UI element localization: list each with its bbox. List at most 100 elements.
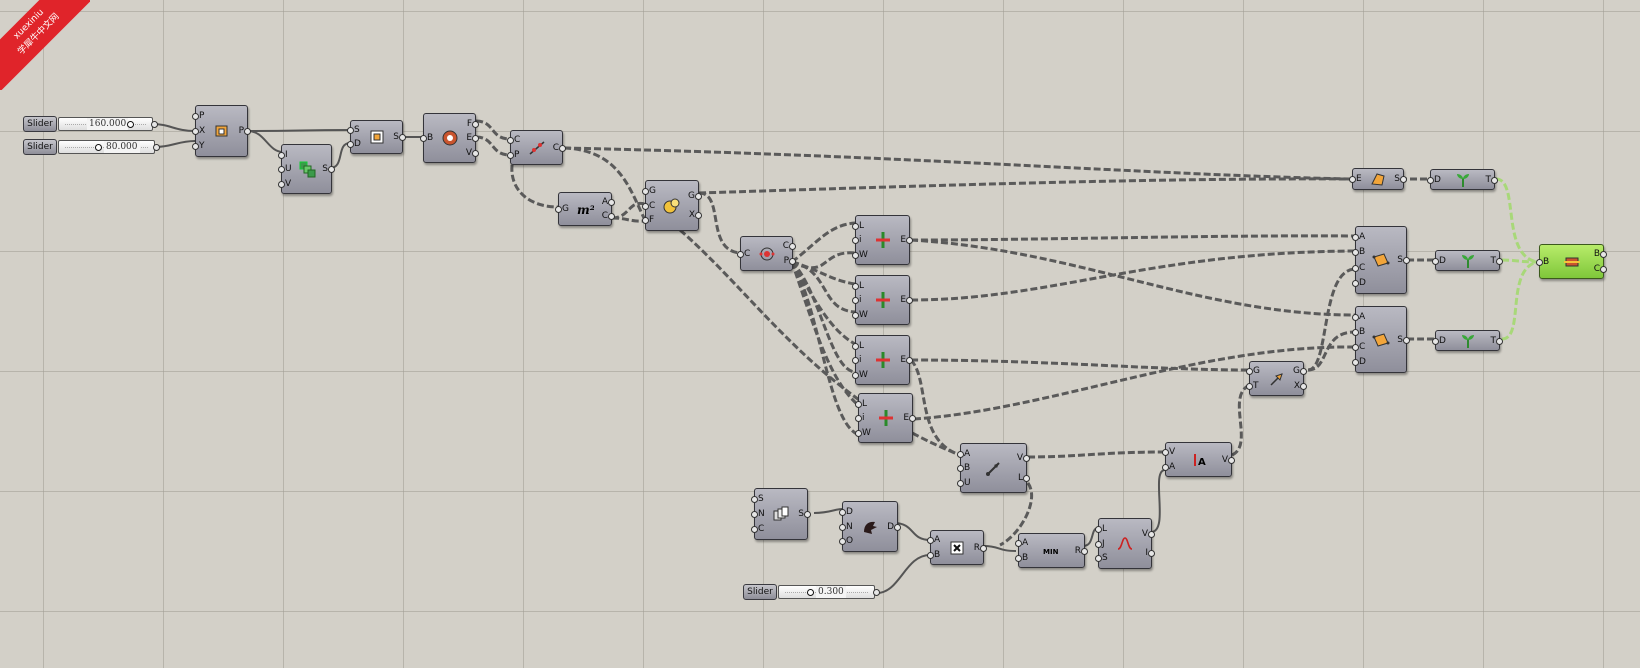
output-port[interactable]: C [1591, 264, 1608, 274]
input-port[interactable]: S [751, 494, 769, 504]
input-port[interactable]: B [1352, 327, 1370, 337]
input-port[interactable]: B [420, 133, 438, 143]
input-port[interactable]: D [1427, 175, 1445, 185]
output-port[interactable]: D [884, 522, 901, 532]
output-port[interactable]: E [897, 355, 913, 365]
input-port[interactable]: B [957, 463, 975, 473]
input-port[interactable]: G [1246, 366, 1264, 376]
input-port[interactable]: C [1352, 342, 1370, 352]
input-port[interactable]: C [507, 135, 525, 145]
output-port[interactable]: V [1139, 529, 1156, 539]
output-port[interactable]: A [599, 197, 616, 207]
input-port[interactable]: W [852, 310, 870, 320]
input-port[interactable]: G [642, 186, 660, 196]
slider-label[interactable]: Slider [23, 116, 57, 132]
output-port[interactable] [151, 121, 158, 128]
input-port[interactable]: B [1352, 247, 1370, 257]
input-port[interactable]: C [751, 524, 769, 534]
input-port[interactable]: L [855, 399, 873, 409]
input-port[interactable]: U [278, 164, 296, 174]
output-port[interactable]: C [550, 143, 567, 153]
slider-label[interactable]: Slider [743, 584, 777, 600]
output-port[interactable]: T [1488, 256, 1503, 266]
output-port[interactable]: T [1488, 336, 1503, 346]
output-port[interactable]: L [1015, 473, 1031, 483]
input-port[interactable]: D [1352, 357, 1370, 367]
output-port[interactable]: C [599, 211, 616, 221]
input-port[interactable]: A [1015, 538, 1033, 548]
input-port[interactable]: i [855, 413, 873, 423]
output-port[interactable]: E [463, 133, 479, 143]
input-port[interactable]: A [1352, 232, 1370, 242]
input-port[interactable]: I [278, 150, 296, 160]
input-port[interactable]: D [1432, 336, 1450, 346]
input-port[interactable]: D [839, 507, 857, 517]
slider-knob[interactable] [807, 589, 814, 596]
output-port[interactable]: R [1072, 546, 1089, 556]
output-port[interactable]: I [1142, 548, 1155, 558]
input-port[interactable]: C [737, 249, 755, 259]
output-port[interactable]: V [1014, 453, 1031, 463]
slider-track[interactable]: 0.300 [778, 585, 875, 599]
output-port[interactable]: B [1591, 249, 1608, 259]
output-port[interactable] [873, 589, 880, 596]
input-port[interactable]: U [957, 478, 975, 488]
input-port[interactable]: i [852, 355, 870, 365]
output-port[interactable]: E [900, 413, 916, 423]
input-port[interactable]: A [1352, 312, 1370, 322]
output-port[interactable]: E [897, 235, 913, 245]
input-port[interactable]: L [852, 341, 870, 351]
input-port[interactable]: S [1095, 553, 1113, 563]
input-port[interactable]: B [1536, 257, 1554, 267]
input-port[interactable]: J [1095, 539, 1113, 549]
output-port[interactable]: S [1394, 255, 1410, 265]
input-port[interactable]: C [1352, 263, 1370, 273]
output-port[interactable]: X [686, 210, 703, 220]
input-port[interactable]: W [855, 428, 873, 438]
output-port[interactable]: G [1290, 366, 1307, 376]
slider-knob[interactable] [127, 121, 134, 128]
slider-knob[interactable] [95, 144, 102, 151]
input-port[interactable]: N [839, 522, 857, 532]
output-port[interactable]: C [780, 241, 797, 251]
output-port[interactable]: G [685, 191, 702, 201]
input-port[interactable]: W [852, 250, 870, 260]
slider-track[interactable]: 80.000 [58, 140, 155, 154]
input-port[interactable]: A [957, 449, 975, 459]
input-port[interactable]: P [192, 111, 210, 121]
input-port[interactable]: L [852, 281, 870, 291]
output-port[interactable]: S [1391, 174, 1407, 184]
input-port[interactable]: N [751, 509, 769, 519]
input-port[interactable]: P [507, 150, 525, 160]
output-port[interactable]: S [319, 164, 335, 174]
output-port[interactable]: S [795, 509, 811, 519]
input-port[interactable]: S [347, 125, 365, 135]
output-port[interactable]: V [1219, 455, 1236, 465]
input-port[interactable]: D [347, 139, 365, 149]
input-port[interactable]: D [1432, 256, 1450, 266]
input-port[interactable]: A [927, 535, 945, 545]
input-port[interactable]: D [1352, 278, 1370, 288]
input-port[interactable]: V [1162, 447, 1180, 457]
